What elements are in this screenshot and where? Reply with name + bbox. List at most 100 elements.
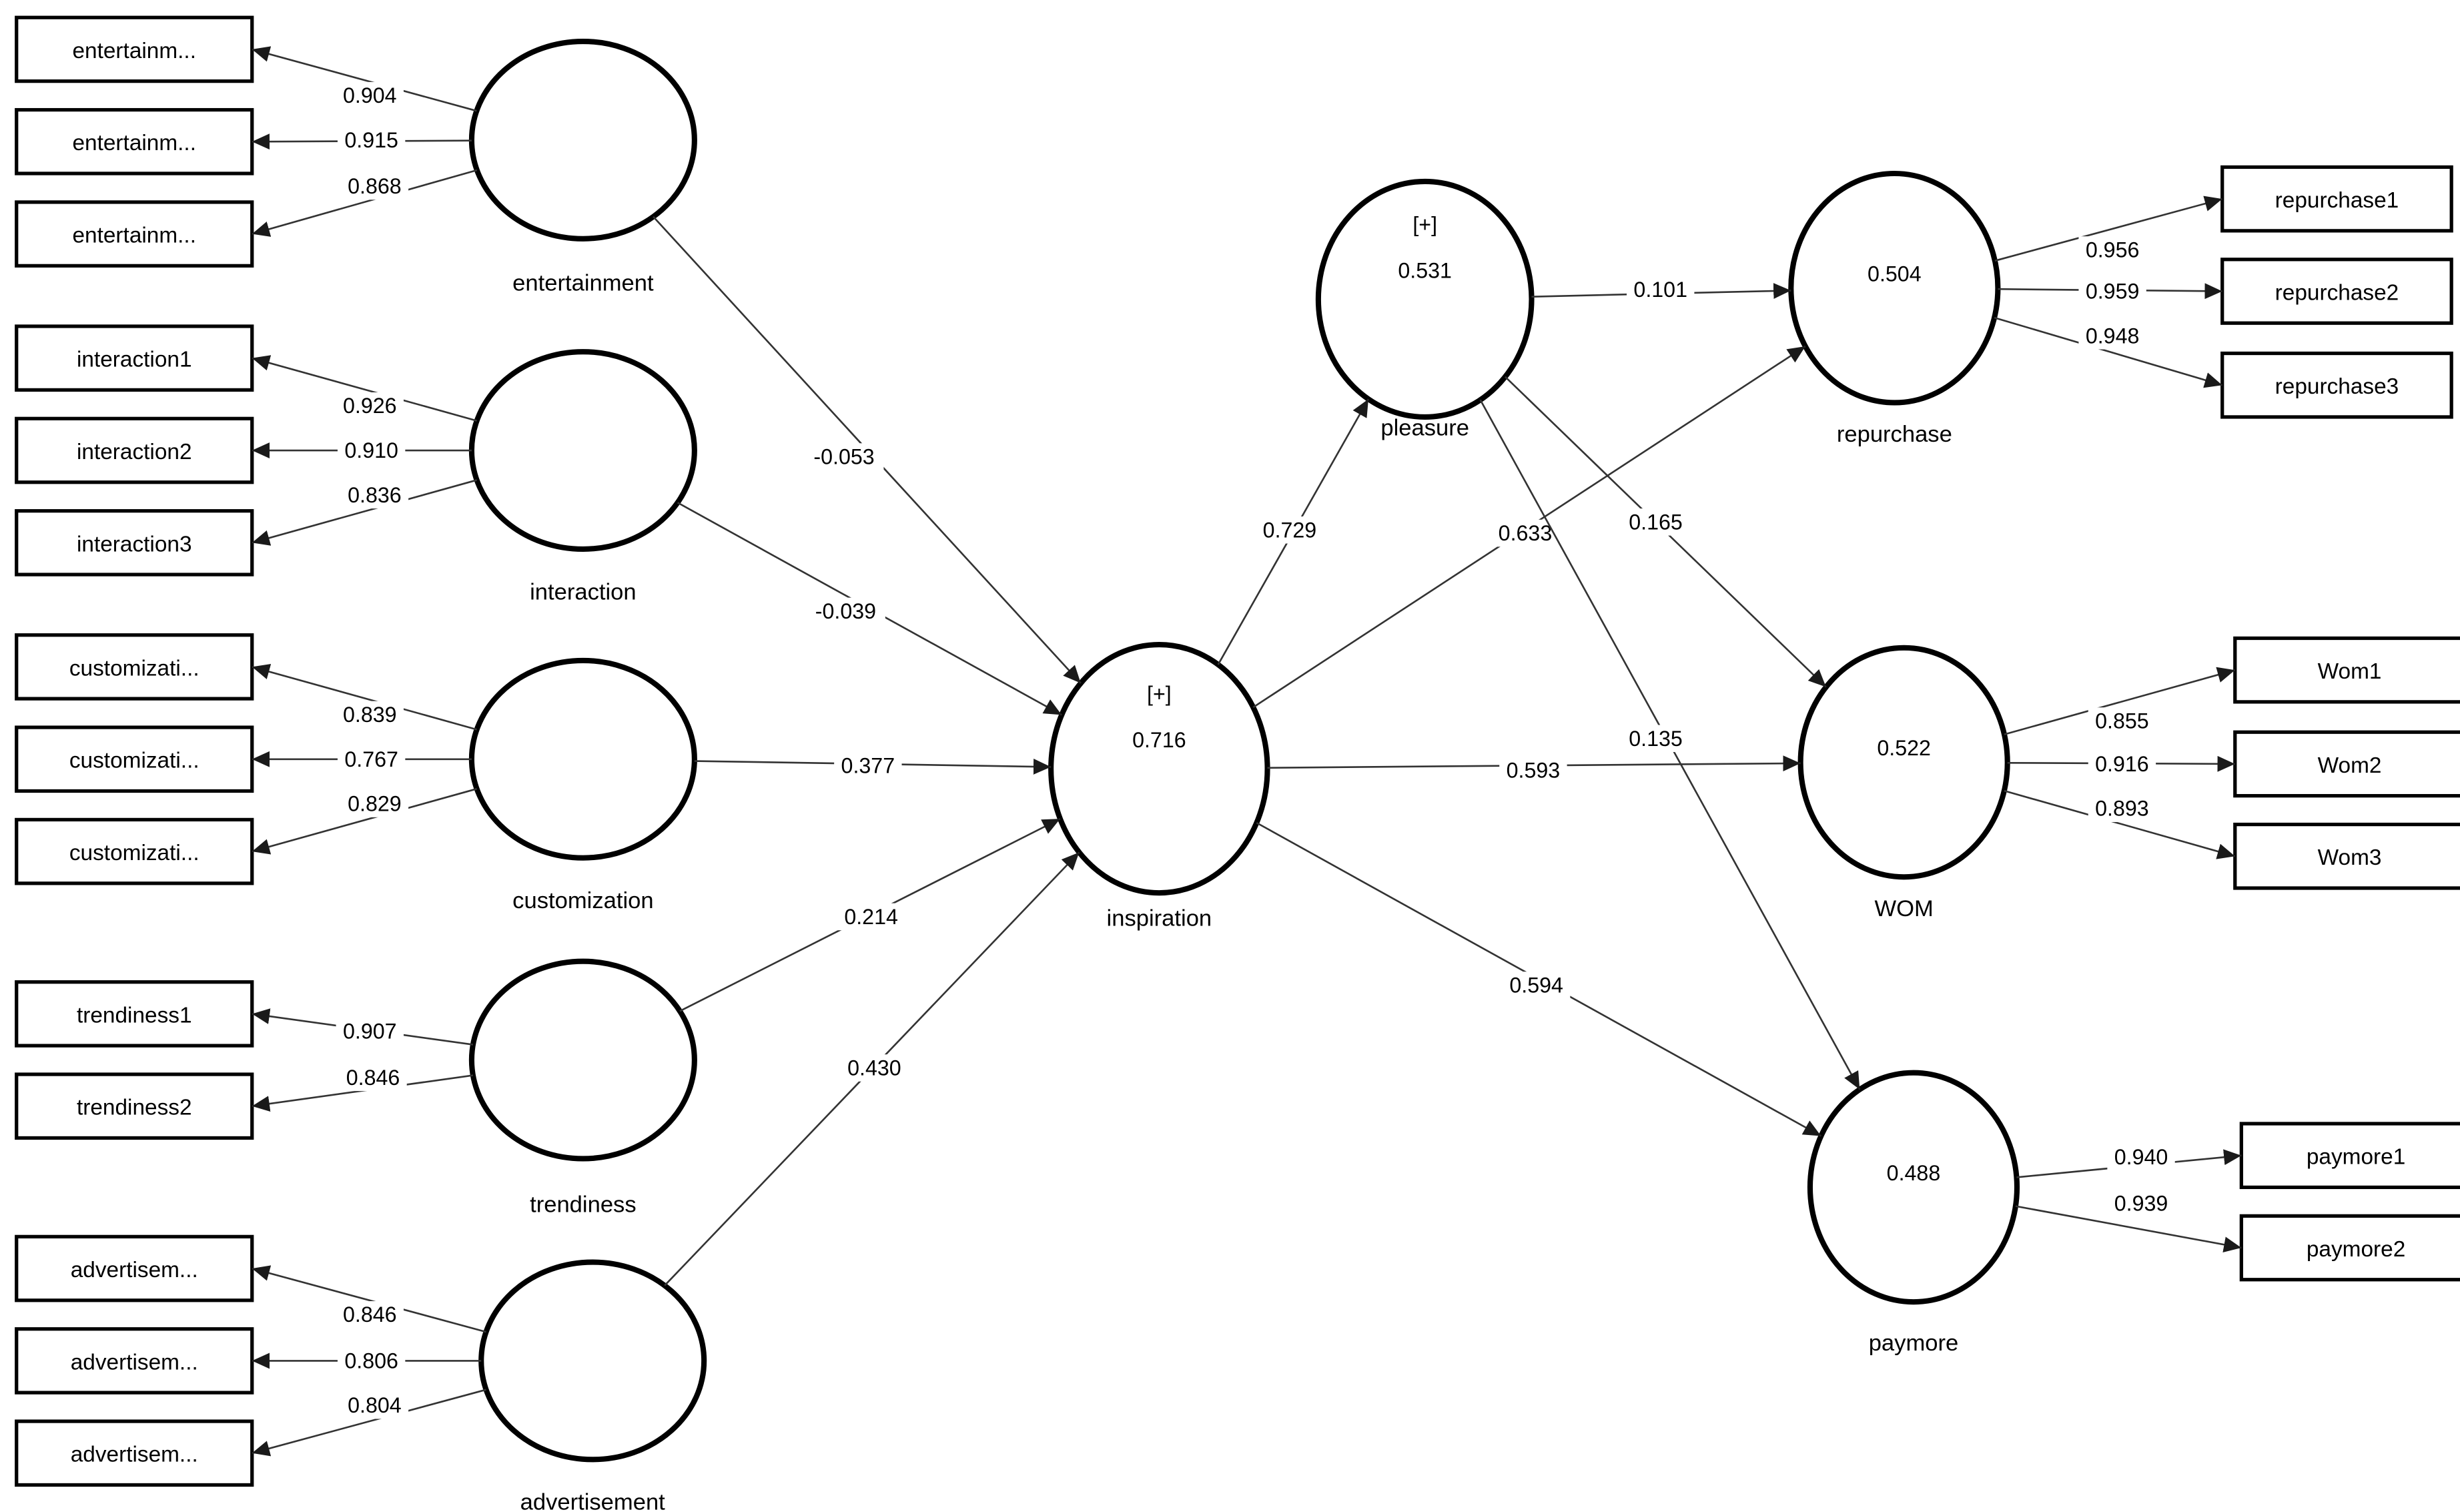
loading-label-repurchase2-bg	[2078, 278, 2146, 305]
node-label-WOM: WOM	[1874, 896, 1933, 921]
loading-label-trendiness2-bg	[339, 1064, 407, 1092]
loading-label-advertisement1-bg	[336, 1300, 404, 1329]
loading-arrow-wom3	[2004, 789, 2236, 859]
path-coefficient-inspiration-pleasure-bg	[1256, 516, 1324, 544]
path-coefficient-customization-inspiration-bg	[834, 752, 902, 779]
path-coefficient-trendiness-inspiration-bg	[837, 903, 905, 931]
node-plus-pleasure: [+]	[1412, 212, 1437, 236]
loading-label-repurchase1: 0.956	[2086, 238, 2140, 262]
indicator-label-entertainment2: entertainm...	[72, 131, 196, 155]
loading-label-advertisement1: 0.846	[343, 1302, 397, 1327]
loading-arrow-advertisement3	[252, 1389, 486, 1457]
indicator-label-advertisement1: advertisem...	[71, 1258, 198, 1282]
indicator-label-customization1: customizati...	[69, 656, 199, 681]
node-label-customization: customization	[512, 888, 653, 913]
loading-label-repurchase3: 0.948	[2086, 324, 2140, 348]
node-label-advertisement: advertisement	[520, 1490, 666, 1512]
loading-label-interaction3: 0.836	[348, 483, 402, 507]
indicator-label-customization3: customizati...	[69, 841, 199, 865]
indicator-repurchase1[interactable]	[2220, 165, 2453, 233]
latent-WOM[interactable]	[1797, 645, 2010, 880]
loading-label-entertainment2: 0.915	[344, 128, 398, 152]
loading-label-trendiness1: 0.907	[343, 1020, 397, 1044]
loading-arrow-repurchase1	[1994, 196, 2223, 262]
indicator-label-entertainment1: entertainm...	[72, 39, 196, 63]
indicator-customization2[interactable]	[15, 725, 254, 793]
path-coefficient-advertisement-inspiration: 0.430	[847, 1056, 901, 1080]
indicator-customization1[interactable]	[15, 633, 254, 701]
node-label-interaction: interaction	[530, 579, 637, 605]
path-coefficient-inspiration-paymore-bg	[1502, 972, 1571, 999]
indicator-label-trendiness2: trendiness2	[77, 1096, 192, 1120]
latent-customization[interactable]	[468, 657, 697, 861]
node-value-paymore: 0.488	[1887, 1161, 1941, 1185]
loading-label-entertainment1-bg	[336, 81, 404, 109]
indicator-entertainment1[interactable]	[15, 15, 254, 83]
node-value-inspiration: 0.716	[1132, 728, 1186, 752]
indicator-label-trendiness1: trendiness1	[77, 1003, 192, 1028]
loading-label-wom3: 0.893	[2095, 797, 2149, 821]
indicator-advertisement3[interactable]	[15, 1419, 254, 1487]
latent-trendiness[interactable]	[468, 958, 697, 1162]
indicator-advertisement1[interactable]	[15, 1234, 254, 1302]
indicator-label-interaction3: interaction3	[77, 532, 192, 556]
node-label-inspiration: inspiration	[1107, 905, 1212, 931]
path-coefficient-inspiration-repurchase: 0.633	[1499, 521, 1553, 545]
loading-label-entertainment3: 0.868	[348, 174, 402, 198]
indicator-label-entertainment3: entertainm...	[72, 224, 196, 248]
loading-label-trendiness2: 0.846	[346, 1066, 400, 1090]
loading-label-advertisement3: 0.804	[348, 1393, 402, 1417]
indicator-label-wom1: Wom1	[2318, 659, 2382, 684]
loading-label-customization3: 0.829	[348, 792, 402, 816]
loading-label-customization1-bg	[336, 701, 404, 729]
path-coefficient-pleasure-repurchase: 0.101	[1633, 278, 1687, 302]
loading-label-entertainment2-bg	[337, 126, 406, 154]
loading-label-advertisement2: 0.806	[344, 1349, 398, 1373]
indicator-advertisement2[interactable]	[15, 1327, 254, 1395]
indicator-label-advertisement2: advertisem...	[71, 1350, 198, 1375]
loading-label-wom2: 0.916	[2095, 752, 2149, 776]
indicator-interaction2[interactable]	[15, 416, 254, 484]
loading-label-customization2-bg	[337, 745, 406, 773]
path-coefficient-entertainment-inspiration-bg	[804, 443, 884, 470]
indicator-label-interaction1: interaction1	[77, 348, 192, 372]
indicator-wom2[interactable]	[2233, 730, 2460, 798]
latent-advertisement[interactable]	[478, 1259, 707, 1463]
indicator-label-repurchase3: repurchase3	[2275, 374, 2399, 399]
loading-arrow-interaction3	[252, 479, 477, 546]
latent-paymore[interactable]	[1807, 1070, 2020, 1305]
indicator-trendiness2[interactable]	[15, 1072, 254, 1140]
loading-label-interaction2: 0.910	[344, 438, 398, 462]
indicator-repurchase3[interactable]	[2220, 351, 2453, 419]
node-label-repurchase: repurchase	[1837, 422, 1952, 447]
latent-repurchase[interactable]	[1788, 170, 2001, 406]
indicator-repurchase2[interactable]	[2220, 258, 2453, 325]
loading-label-customization3-bg	[340, 790, 409, 817]
indicator-customization3[interactable]	[15, 817, 254, 885]
indicator-paymore2[interactable]	[2239, 1214, 2460, 1282]
loading-label-interaction2-bg	[337, 436, 406, 464]
loading-arrow-customization3	[252, 787, 477, 855]
latent-pleasure[interactable]	[1315, 178, 1535, 420]
loading-label-customization1: 0.839	[343, 703, 397, 727]
node-label-trendiness: trendiness	[530, 1192, 637, 1218]
loading-label-wom2-bg	[2088, 750, 2156, 778]
loading-label-customization2: 0.767	[344, 747, 398, 771]
indicator-wom1[interactable]	[2233, 636, 2460, 704]
indicator-trendiness1[interactable]	[15, 980, 254, 1048]
latent-interaction[interactable]	[468, 349, 697, 552]
indicator-label-wom3: Wom3	[2318, 845, 2382, 870]
loading-label-advertisement2-bg	[337, 1347, 406, 1375]
loading-label-trendiness1-bg	[336, 1018, 404, 1045]
node-value-repurchase: 0.504	[1868, 262, 1922, 286]
indicator-interaction3[interactable]	[15, 509, 254, 577]
path-coefficient-customization-inspiration: 0.377	[841, 753, 895, 777]
loading-label-entertainment1: 0.904	[343, 83, 397, 107]
indicator-interaction1[interactable]	[15, 324, 254, 392]
node-plus-inspiration: [+]	[1147, 682, 1172, 706]
path-coefficient-advertisement-inspiration-bg	[840, 1054, 909, 1082]
loading-label-paymore1-bg	[2107, 1143, 2175, 1171]
latent-entertainment[interactable]	[468, 38, 697, 242]
loading-arrow-entertainment3	[252, 169, 478, 237]
